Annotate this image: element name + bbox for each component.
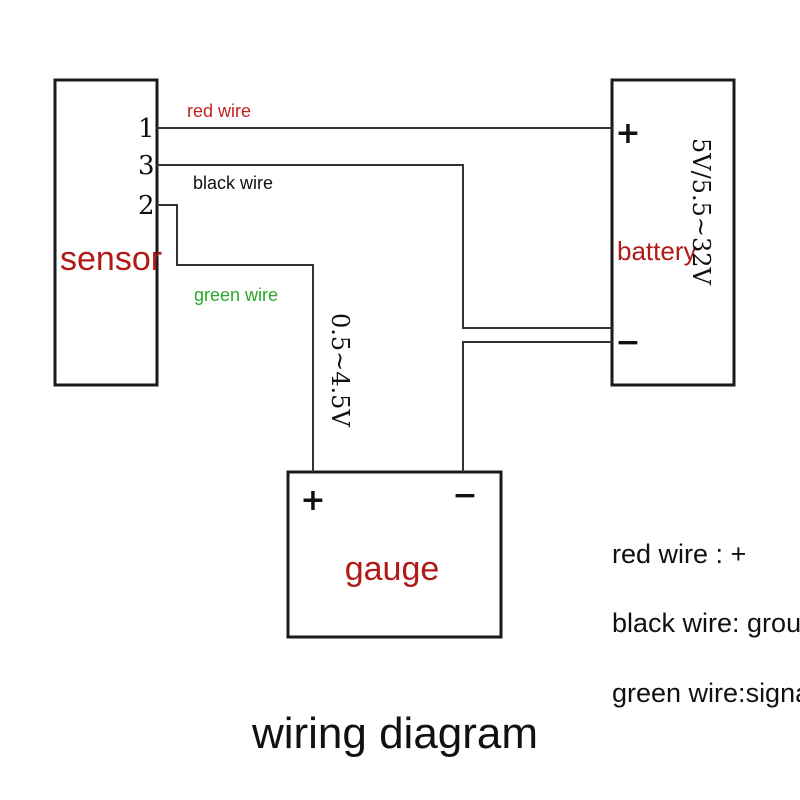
sensor-pin-1: 1 bbox=[138, 114, 155, 144]
gauge-voltage-label: 0.5~4.5V bbox=[326, 313, 354, 427]
battery-minus-terminal: − bbox=[615, 325, 640, 360]
red-wire-label: red wire bbox=[187, 101, 251, 121]
legend-green-wire: green wire:signal bbox=[612, 678, 800, 708]
battery-label: battery bbox=[617, 236, 697, 266]
sensor-label: sensor bbox=[60, 240, 162, 278]
battery-box bbox=[610, 78, 736, 387]
black-wire-line-battery bbox=[157, 164, 612, 329]
legend-black-wire: black wire: ground bbox=[612, 608, 800, 638]
black-wire-label: black wire bbox=[193, 173, 273, 193]
gauge-box bbox=[286, 470, 503, 639]
gauge-minus-terminal: − bbox=[452, 478, 477, 513]
sensor-pin-3: 3 bbox=[138, 151, 155, 181]
gauge-plus-terminal: + bbox=[300, 483, 325, 518]
battery-plus-terminal: + bbox=[615, 116, 640, 151]
sensor-pin-2: 2 bbox=[138, 191, 155, 221]
battery-voltage-label: 5V/5.5~32V bbox=[687, 138, 715, 286]
diagram-title: wiring diagram bbox=[251, 709, 538, 758]
black-wire-line-gauge bbox=[462, 341, 612, 472]
green-wire-label: green wire bbox=[194, 285, 278, 305]
legend-red-wire: red wire : + bbox=[612, 539, 746, 569]
green-wire-line bbox=[157, 204, 314, 472]
sensor-box bbox=[53, 78, 159, 387]
gauge-label: gauge bbox=[345, 550, 440, 588]
